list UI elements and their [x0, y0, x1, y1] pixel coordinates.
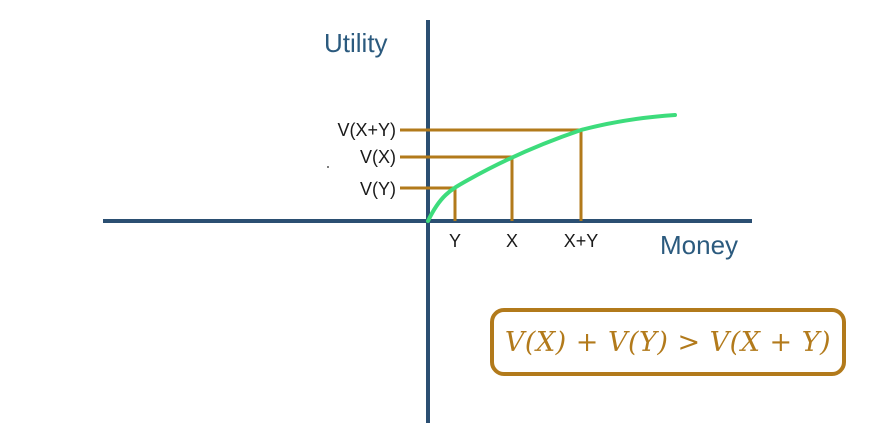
x-label-x-plus-y: X+Y [563, 231, 599, 251]
formula-box: V(X) + V(Y) > V(X + Y) [490, 308, 846, 376]
value-curve [426, 113, 677, 223]
x-axis-title: Money [660, 230, 739, 260]
x-label-y: Y [448, 231, 461, 251]
y-label-v-y: V(Y) [360, 179, 396, 199]
y-axis-title: Utility [324, 28, 388, 58]
y-label-v-x: V(X) [360, 147, 396, 167]
formula-text: V(X) + V(Y) > V(X + Y) [504, 326, 832, 358]
x-label-x: X [505, 231, 518, 251]
stray-dot [327, 166, 329, 168]
y-label-v-x-plus-y: V(X+Y) [337, 120, 396, 140]
